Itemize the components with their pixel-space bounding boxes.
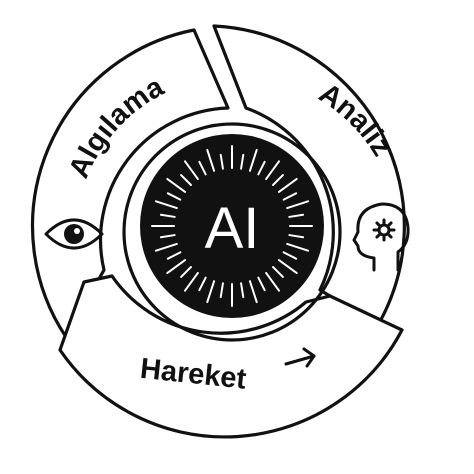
sunburst-ray [272,266,284,278]
center-label: AI [205,196,260,261]
sunburst-ray [288,234,305,239]
gear-tooth [387,221,393,227]
inner-ring [122,122,342,342]
sunburst-ray [159,213,176,218]
sunburst-ray [265,271,281,292]
sunburst-ray [159,234,176,239]
sunburst-ray [248,148,258,172]
sunburst-ray [219,153,224,170]
segment-hareket [58,274,404,439]
sunburst-ray [265,160,281,181]
sunburst-ray [219,282,224,299]
sunburst-ray [248,280,258,304]
sunburst-rays [151,145,313,307]
sunburst-ray [240,282,245,299]
sunburst-ray [282,192,298,201]
sunburst-ray [286,242,310,252]
sunburst-ray [183,271,199,292]
sunburst-ray [277,259,298,275]
sunburst-ray [282,251,298,260]
outer-ring [30,24,406,439]
sunburst-ray [166,259,187,275]
sunburst-ray [257,160,266,176]
arrow-right-icon [284,347,316,368]
gear-tooth [387,233,393,239]
sunburst-ray [240,153,245,170]
head-gear-icon [352,202,410,272]
sunburst-ray [183,160,199,181]
segment-algilama [30,28,230,339]
sunburst-ray [288,213,305,218]
sunburst-ray [286,200,310,210]
gear-tooth [375,233,381,239]
sunburst-ray [198,160,207,176]
sunburst-ray [277,177,298,193]
sunburst-ray [272,174,284,186]
sunburst-ray [166,192,182,201]
sunburst-ray [154,200,178,210]
sunburst-ray [180,266,192,278]
sunburst-ray [206,280,216,304]
sunburst-ray [257,276,266,292]
sunburst-ray [198,276,207,292]
sunburst-ray [166,251,182,260]
sunburst-ray [166,177,187,193]
sunburst-ray [206,148,216,172]
sunburst-ray [180,174,192,186]
sunburst-ray [154,242,178,252]
gear-tooth [375,221,381,227]
eye-icon [44,218,104,250]
